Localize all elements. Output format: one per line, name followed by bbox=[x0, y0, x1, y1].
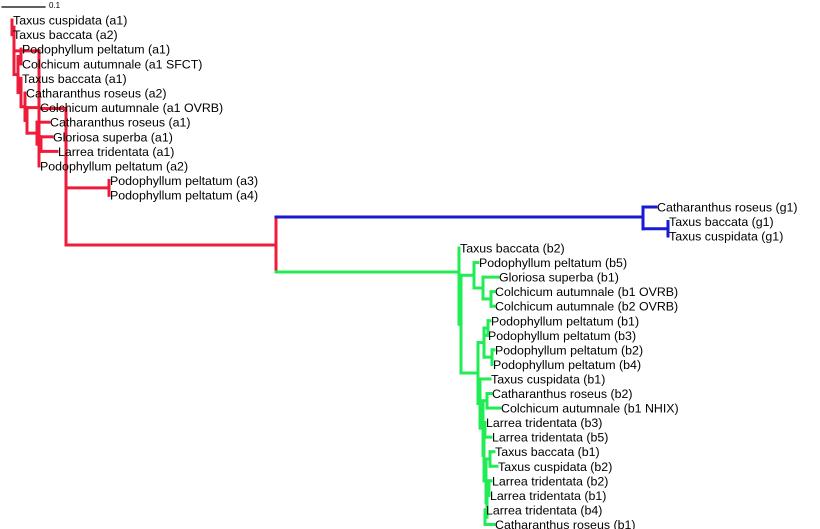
leaf-label: Podophyllum peltatum (b1) bbox=[491, 314, 639, 328]
leaf-label: Colchicum autumnale (a1 OVRB) bbox=[40, 101, 223, 115]
leaf-label: Taxus cuspidata (g1) bbox=[669, 230, 783, 244]
leaf-label: Catharanthus roseus (b1) bbox=[495, 518, 636, 529]
leaf-label: Podophyllum peltatum (b4) bbox=[493, 358, 641, 372]
leaf-label: Catharanthus roseus (g1) bbox=[657, 201, 798, 215]
scale-bar-label: 0.1 bbox=[49, 1, 61, 10]
leaf-label: Taxus cuspidata (b1) bbox=[491, 372, 605, 386]
leaf-label: Larrea tridentata (b2) bbox=[492, 474, 608, 488]
leaf-label: Larrea tridentata (b1) bbox=[490, 489, 606, 503]
leaf-label: Larrea tridentata (a1) bbox=[58, 145, 174, 159]
leaf-label: Podophyllum peltatum (b3) bbox=[488, 329, 636, 343]
leaf-label: Podophyllum peltatum (a2) bbox=[40, 160, 188, 174]
leaf-label: Taxus baccata (a1) bbox=[22, 72, 127, 86]
leaf-label: Larrea tridentata (b3) bbox=[486, 416, 602, 430]
leaf-label: Taxus baccata (a2) bbox=[13, 28, 118, 42]
leaf-label: Catharanthus roseus (b2) bbox=[492, 387, 633, 401]
leaf-label: Colchicum autumnale (b1 OVRB) bbox=[495, 285, 678, 299]
leaf-label: Taxus baccata (b1) bbox=[495, 445, 600, 459]
leaf-label: Gloriosa superba (b1) bbox=[499, 271, 619, 285]
leaf-label: Gloriosa superba (a1) bbox=[53, 130, 173, 144]
leaf-label: Taxus cuspidata (b2) bbox=[498, 460, 612, 474]
leaf-label: Podophyllum peltatum (a4) bbox=[110, 189, 258, 203]
leaf-label: Podophyllum peltatum (b2) bbox=[495, 343, 643, 357]
leaf-label: Podophyllum peltatum (a3) bbox=[110, 174, 258, 188]
leaf-label: Larrea tridentata (b5) bbox=[492, 431, 608, 445]
leaf-label: Taxus baccata (b2) bbox=[460, 242, 565, 256]
leaf-label: Taxus baccata (g1) bbox=[669, 215, 774, 229]
leaf-label: Podophyllum peltatum (a1) bbox=[22, 43, 170, 57]
leaf-label: Colchicum autumnale (b1 NHIX) bbox=[501, 402, 679, 416]
leaf-label: Colchicum autumnale (b2 OVRB) bbox=[495, 300, 678, 314]
leaf-label: Larrea tridentata (b4) bbox=[486, 503, 602, 517]
leaf-label: Podophyllum peltatum (b5) bbox=[479, 256, 627, 270]
leaf-label: Catharanthus roseus (a1) bbox=[50, 116, 191, 130]
leaf-label: Catharanthus roseus (a2) bbox=[26, 87, 167, 101]
leaf-label: Taxus cuspidata (a1) bbox=[13, 14, 127, 28]
leaf-label: Colchicum autumnale (a1 SFCT) bbox=[22, 57, 202, 71]
